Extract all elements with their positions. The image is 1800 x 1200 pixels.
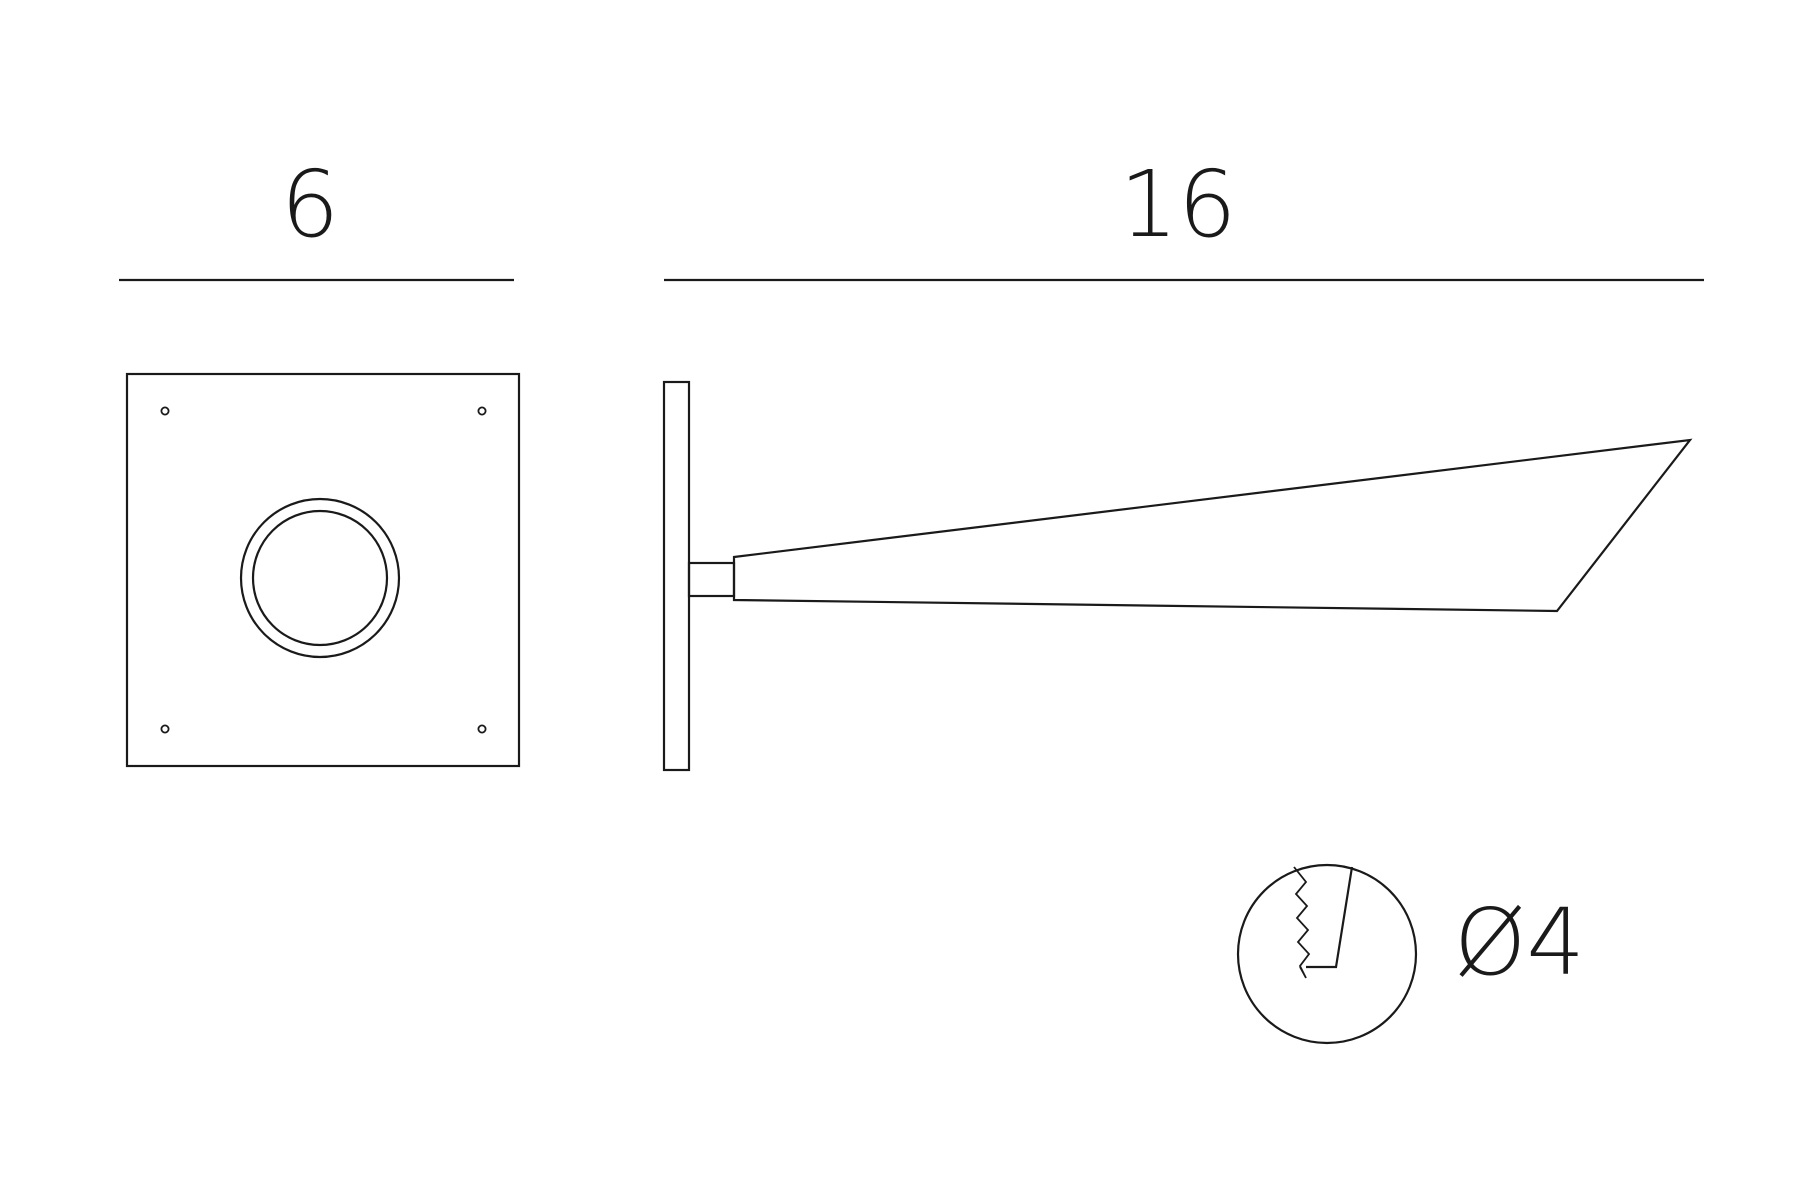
lamp-outer-ring <box>239 497 401 659</box>
mounting-plate-outline <box>125 372 521 768</box>
thread-zigzag <box>1293 866 1311 979</box>
lamp-inner-ring <box>251 509 389 647</box>
lamp-cap-outline <box>1306 866 1354 969</box>
front-view-plate <box>125 372 521 768</box>
side-view-fixture <box>662 380 1693 772</box>
fixture-length-label: 16 <box>1119 151 1236 258</box>
plate-width-label: 6 <box>281 151 340 258</box>
screw-hole-top-left <box>160 406 170 416</box>
screw-hole-bottom-right <box>477 724 487 734</box>
detail-view-lamp <box>1236 863 1418 1045</box>
tapered-arm <box>732 438 1693 613</box>
side-plate <box>662 380 691 772</box>
connector-stem <box>687 561 736 598</box>
detail-circle <box>1236 863 1418 1045</box>
screw-hole-top-right <box>477 406 487 416</box>
screw-hole-bottom-left <box>160 724 170 734</box>
diameter-label: Ø4 <box>1454 889 1585 996</box>
